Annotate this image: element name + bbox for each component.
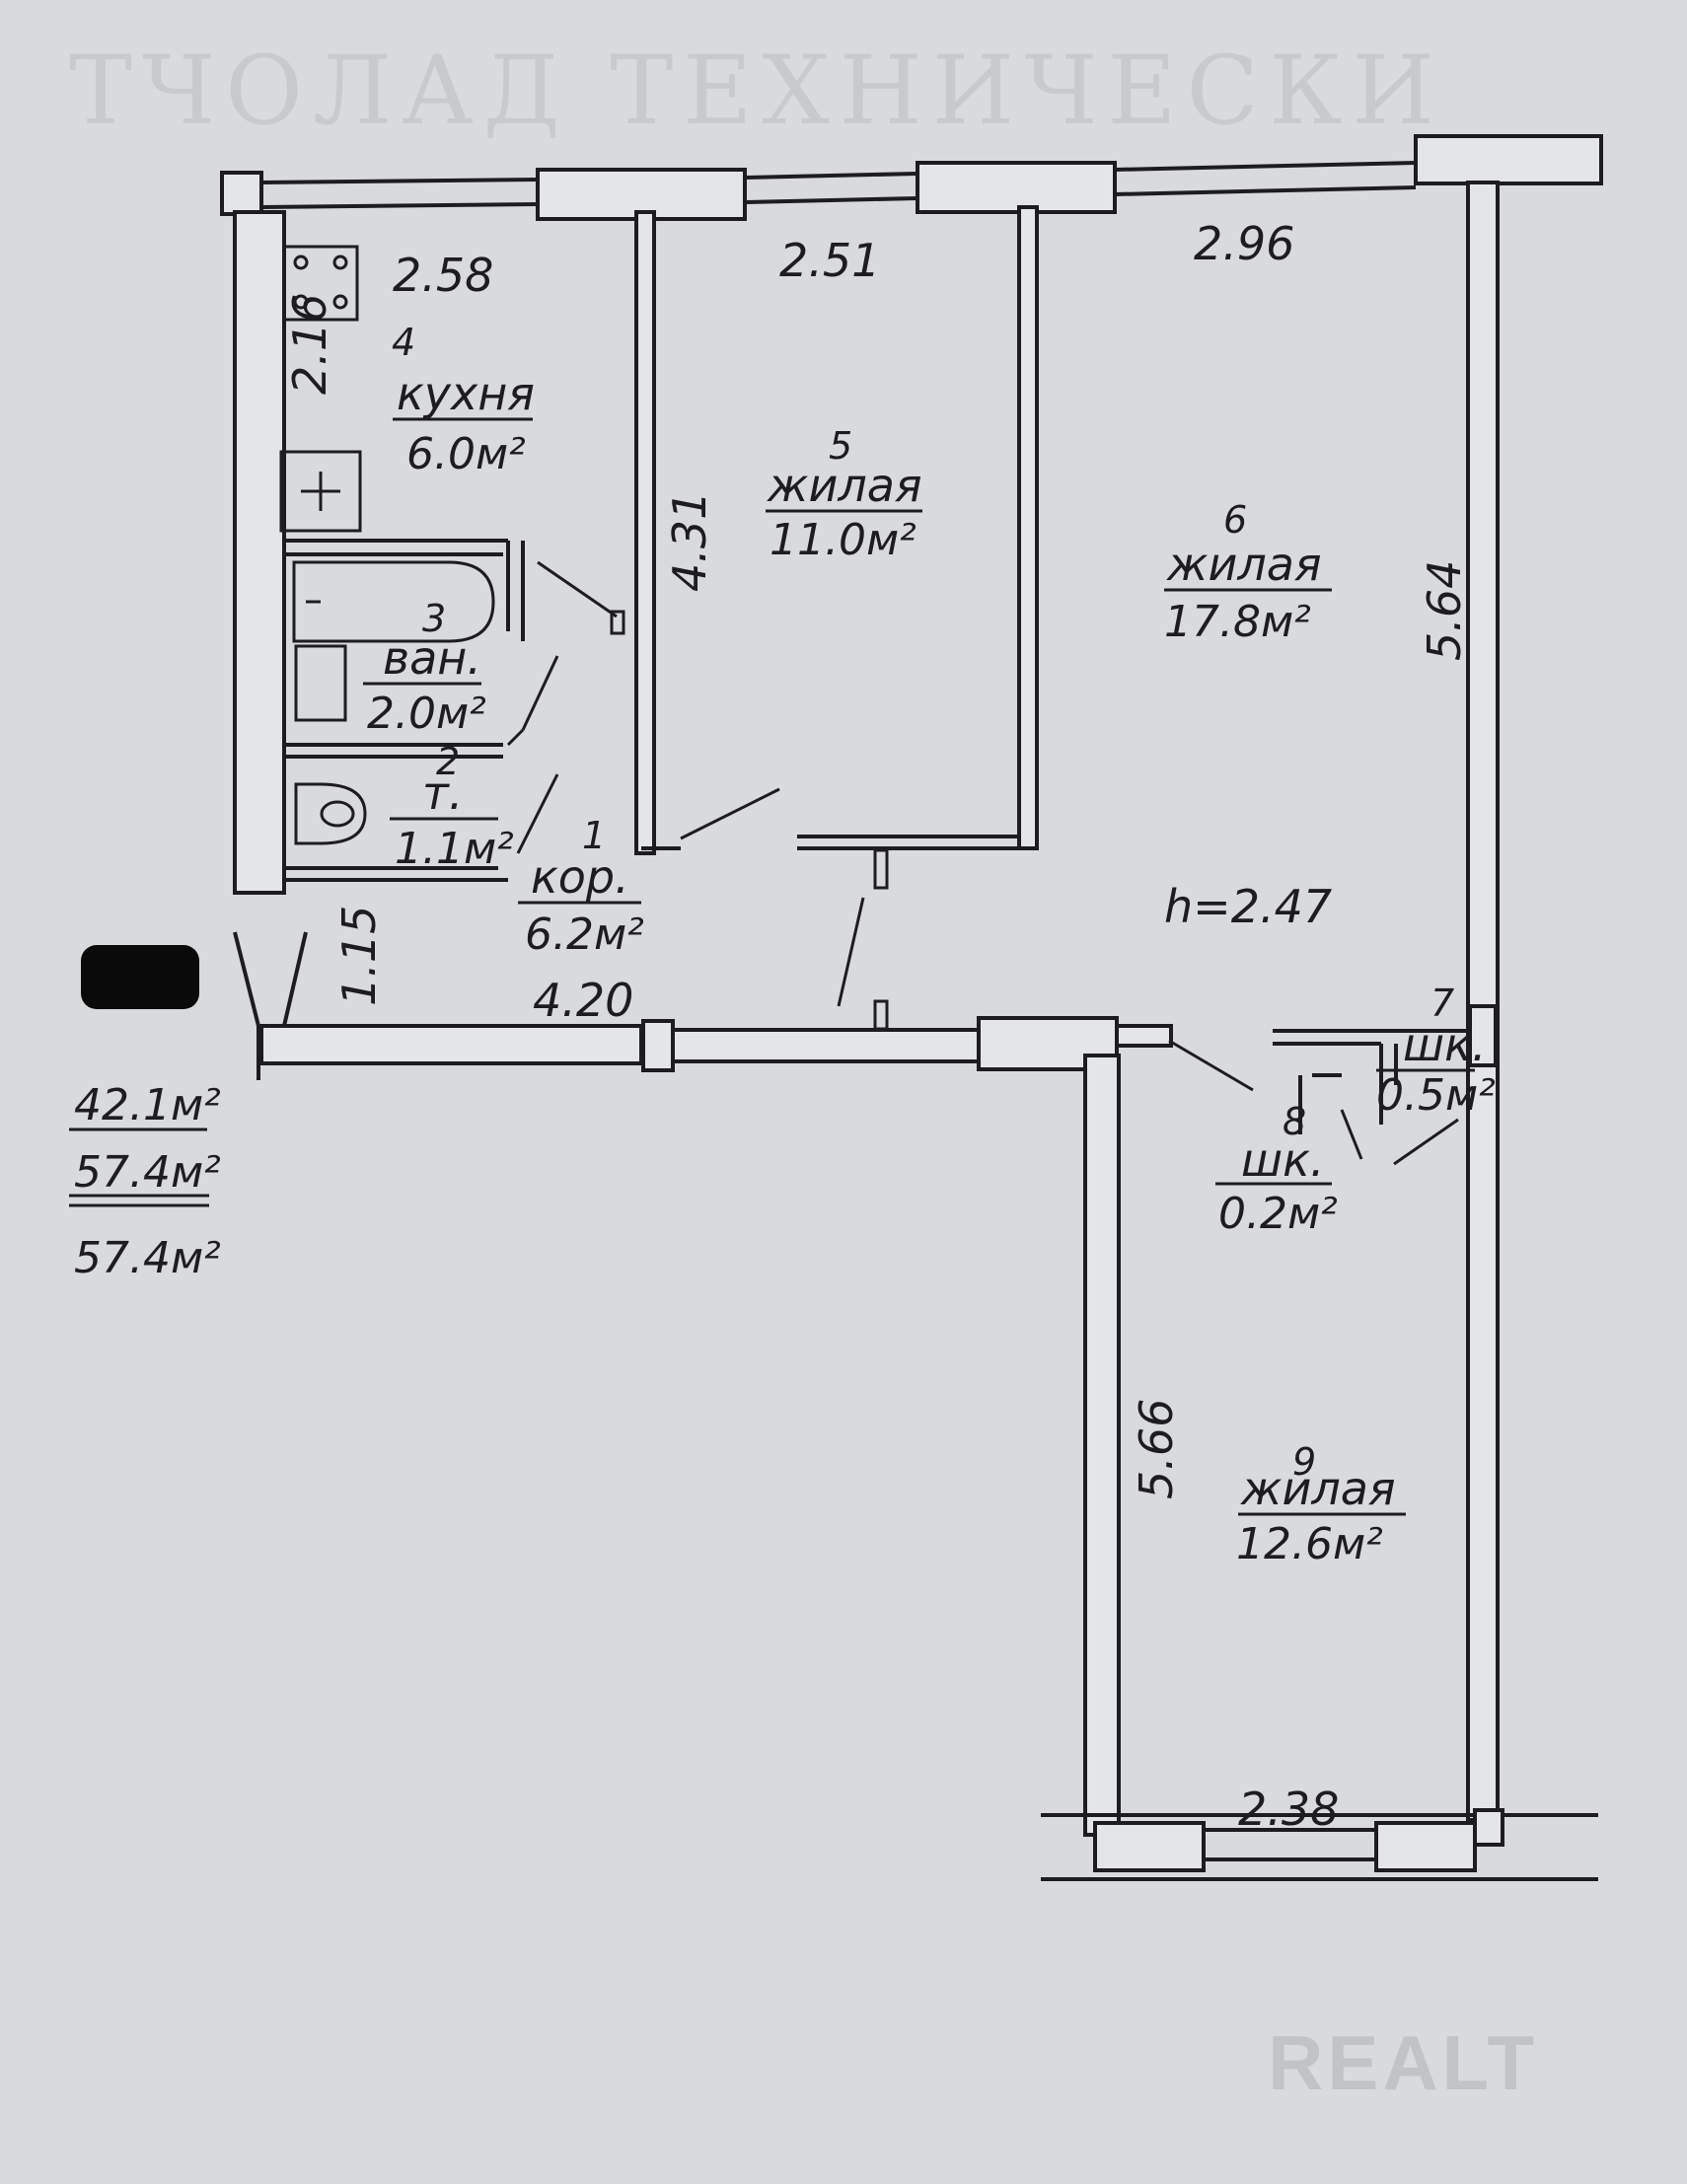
dimension-corridor-length: 4.20	[533, 974, 633, 1027]
room-name: кухня	[397, 367, 535, 420]
room-area: 17.8м²	[1164, 597, 1311, 647]
room-area: 0.2м²	[1218, 1189, 1338, 1239]
doors	[506, 560, 1459, 1166]
room-number: 4	[392, 321, 415, 364]
walls	[220, 134, 1603, 1881]
dimension-corridor-width: 1.15	[332, 906, 386, 1006]
room-number: 6	[1223, 498, 1247, 542]
room-9-label: 9 жилая 12.6м²	[1236, 1440, 1406, 1569]
room-name: жилая	[1166, 538, 1322, 591]
room-area: 6.0м²	[406, 429, 526, 479]
room-closet-8-label: 8 шк. 0.2м²	[1215, 1100, 1338, 1239]
ceiling-height: h=2.47	[1164, 880, 1332, 933]
room-6-label: 6 жилая 17.8м²	[1164, 498, 1332, 647]
room-number: 5	[829, 424, 852, 468]
document-header-fragment: ТЧОЛАД ТЕХНИЧЕСКИ	[69, 36, 1444, 146]
room-closet-7-label: 7 шк. 0.5м²	[1376, 982, 1496, 1121]
room-toilet-label: 2 т. 1.1м²	[390, 740, 514, 874]
room-name: шк.	[1241, 1133, 1325, 1187]
dimension-room9-width: 2.38	[1238, 1783, 1339, 1836]
room-corridor-label: 1 кор. 6.2м²	[518, 814, 644, 960]
room-name: кор.	[531, 850, 629, 904]
bathtub	[292, 560, 495, 722]
total-area-with-balcony: 57.4м²	[74, 1233, 221, 1283]
dimension-kitchen-width: 2.58	[393, 249, 493, 302]
room-area: 6.2м²	[525, 910, 644, 960]
redaction-mark	[81, 945, 199, 1009]
kitchen-stove	[282, 245, 359, 322]
dimension-kitchen-depth: 2.16	[283, 294, 336, 395]
realt-watermark: REALT	[1268, 2019, 1538, 2106]
dimension-room6-depth: 5.64	[1418, 560, 1471, 661]
area-totals: 42.1м² 57.4м² 57.4м²	[69, 1080, 221, 1283]
total-area: 57.4м²	[74, 1147, 221, 1198]
kitchen-sink	[279, 450, 362, 533]
room-name: т.	[422, 766, 463, 820]
room-kitchen-label: 4 кухня 6.0м²	[392, 321, 535, 479]
dimension-room5-depth: 4.31	[663, 491, 716, 592]
room-name: шк.	[1403, 1018, 1487, 1071]
room-area: 2.0м²	[367, 689, 486, 739]
room-number: 8	[1283, 1100, 1306, 1143]
room-area: 0.5м²	[1376, 1070, 1496, 1121]
room-area: 11.0м²	[770, 515, 917, 565]
room-area: 12.6м²	[1236, 1519, 1383, 1569]
room-bath-label: 3 ван. 2.0м²	[363, 597, 486, 739]
living-area-total: 42.1м²	[74, 1080, 221, 1130]
room-5-label: 5 жилая 11.0м²	[766, 424, 922, 565]
room-number: 1	[582, 814, 606, 857]
room-name: жилая	[1240, 1462, 1396, 1515]
dimension-room6-width: 2.96	[1194, 217, 1294, 270]
room-number: 3	[422, 597, 446, 640]
toilet-bowl	[294, 782, 367, 845]
room-number: 7	[1430, 982, 1454, 1025]
room-name: жилая	[767, 459, 922, 512]
room-name: ван.	[383, 631, 481, 685]
room-number: 9	[1292, 1440, 1316, 1484]
dimension-room9-depth: 5.66	[1130, 1399, 1183, 1499]
dimension-room5-width: 2.51	[779, 234, 880, 287]
room-area: 1.1м²	[395, 824, 514, 874]
room-number: 2	[436, 740, 460, 783]
